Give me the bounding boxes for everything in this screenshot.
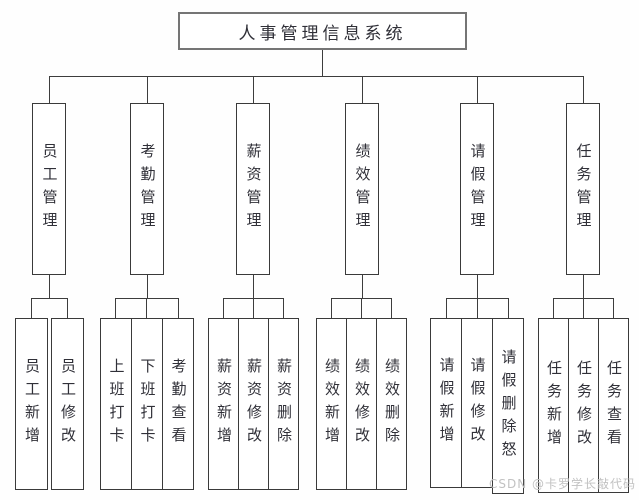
- leaf-node-clock-in: 上班打卡: [100, 318, 132, 490]
- leaf-node-performance-edit: 绩效修改: [346, 318, 377, 490]
- leaf-node-salary-delete: 薪资删除: [268, 318, 299, 490]
- connector-drop-leaf: [477, 298, 478, 318]
- connector-drop-branch-2: [147, 76, 148, 103]
- leaf-node-employee-edit: 员工修改: [51, 318, 84, 490]
- root-node: 人事管理信息系统: [178, 12, 467, 50]
- connector-rail-level1: [49, 76, 584, 77]
- branch-node-leave-mgmt: 请假管理: [460, 103, 494, 275]
- branch-node-task-mgmt: 任务管理: [566, 103, 600, 275]
- connector-root-stub: [322, 50, 323, 76]
- connector-stub-branch-5: [477, 275, 478, 298]
- connector-drop-leaf: [583, 298, 584, 318]
- connector-drop-branch-3: [253, 76, 254, 103]
- connector-drop-leaf: [223, 298, 224, 318]
- connector-drop-leaf: [146, 298, 147, 318]
- leaf-node-attendance-view: 考勤查看: [162, 318, 194, 490]
- leaf-node-leave-edit: 请假修改: [461, 318, 493, 488]
- connector-drop-leaf: [67, 298, 68, 318]
- connector-drop-leaf: [283, 298, 284, 318]
- connector-drop-leaf: [613, 298, 614, 318]
- connector-drop-leaf: [253, 298, 254, 318]
- connector-stub-branch-1: [49, 275, 50, 298]
- branch-node-performance-mgmt: 绩效管理: [345, 103, 379, 275]
- connector-stub-branch-2: [147, 275, 148, 298]
- leaf-node-salary-edit: 薪资修改: [238, 318, 269, 490]
- connector-drop-branch-5: [477, 76, 478, 103]
- connector-drop-branch-4: [362, 76, 363, 103]
- connector-drop-leaf: [31, 298, 32, 318]
- leaf-node-performance-add: 绩效新增: [316, 318, 347, 490]
- branch-node-salary-mgmt: 薪资管理: [236, 103, 270, 275]
- connector-drop-leaf: [178, 298, 179, 318]
- connector-drop-leaf: [553, 298, 554, 318]
- connector-drop-branch-1: [49, 76, 50, 103]
- connector-drop-leaf: [115, 298, 116, 318]
- connector-rail-cluster-1: [31, 298, 68, 299]
- leaf-node-performance-delete: 绩效删除: [376, 318, 407, 490]
- connector-drop-branch-6: [583, 76, 584, 103]
- connector-drop-leaf: [361, 298, 362, 318]
- connector-drop-leaf: [391, 298, 392, 318]
- leaf-node-leave-add: 请假新增: [430, 318, 462, 488]
- leaf-node-task-edit: 任务修改: [568, 318, 599, 493]
- connector-drop-leaf: [331, 298, 332, 318]
- connector-stub-branch-4: [362, 275, 363, 298]
- leaf-node-salary-add: 薪资新增: [208, 318, 239, 490]
- connector-drop-leaf: [446, 298, 447, 318]
- leaf-node-task-add: 任务新增: [538, 318, 569, 493]
- branch-node-attendance-mgmt: 考勤管理: [130, 103, 164, 275]
- leaf-node-clock-out: 下班打卡: [131, 318, 163, 490]
- connector-drop-leaf: [508, 298, 509, 318]
- leaf-node-leave-delete: 请假删除怒: [492, 318, 524, 494]
- branch-node-employee-mgmt: 员工管理: [32, 103, 66, 275]
- connector-stub-branch-6: [583, 275, 584, 298]
- connector-stub-branch-3: [253, 275, 254, 298]
- leaf-node-employee-add: 员工新增: [15, 318, 48, 490]
- leaf-node-task-view: 任务查看: [598, 318, 629, 493]
